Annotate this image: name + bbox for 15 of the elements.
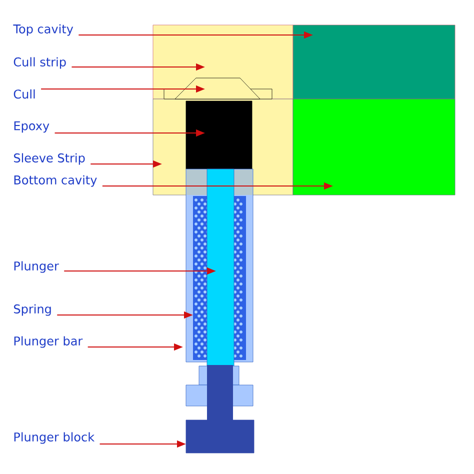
part-label: Cull	[14, 89, 35, 99]
part-label: Plunger block	[14, 432, 95, 444]
bottom-cavity	[292, 98, 456, 196]
part-label: Epoxy	[14, 121, 50, 133]
part-label: Cull strip	[14, 57, 66, 69]
cull	[164, 78, 272, 100]
part-label: Plunger bar	[14, 336, 83, 348]
part-label: Top cavity	[13, 24, 74, 36]
part-label: Sleeve Strip	[14, 153, 85, 165]
top-cavity	[292, 24, 456, 100]
epoxy-block	[186, 100, 252, 170]
part-label: Spring	[14, 304, 51, 316]
part-label: Bottom cavity	[14, 175, 97, 187]
part-label: Plunger	[14, 261, 59, 273]
plunger-block	[186, 420, 254, 454]
